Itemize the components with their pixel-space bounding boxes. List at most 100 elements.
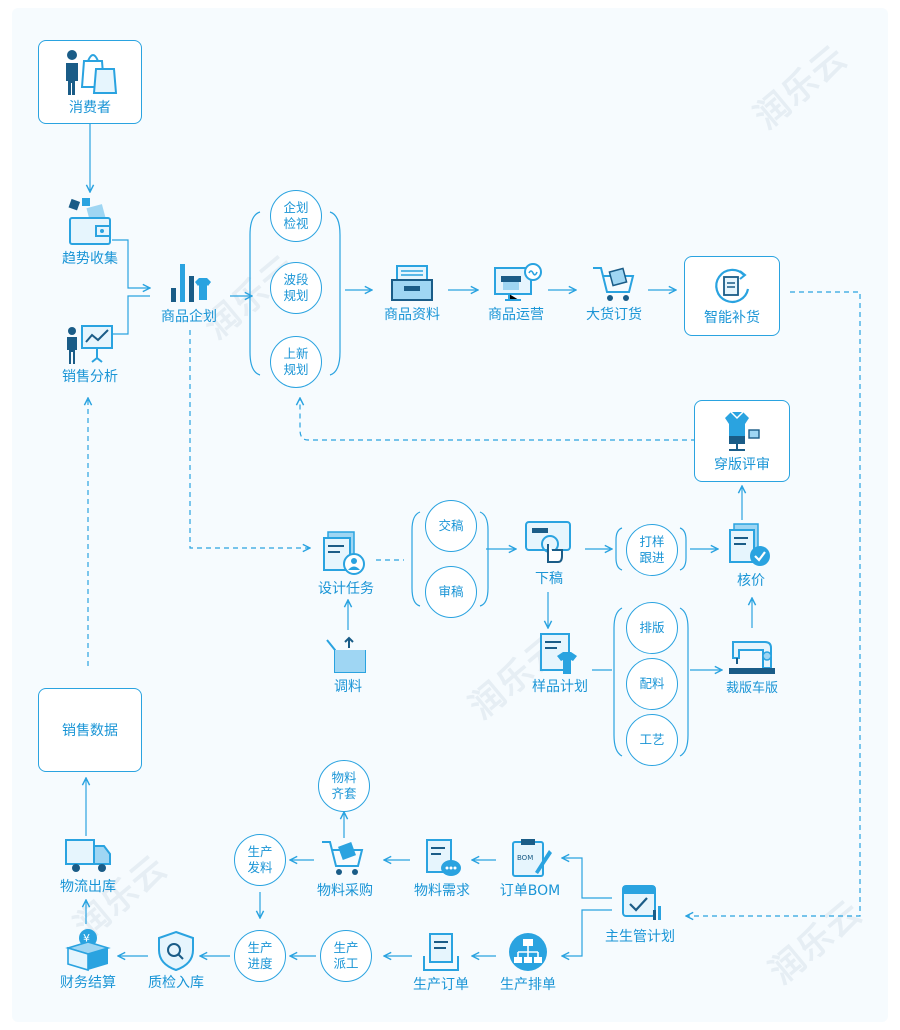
layout-circle[interactable]: 排版 [626, 602, 678, 654]
sample-plan-label: 样品计划 [532, 679, 588, 695]
material-purchase-label: 物料采购 [317, 883, 373, 899]
prod-order-node[interactable]: 生产订单 [404, 930, 478, 994]
craft-circle[interactable]: 工艺 [626, 714, 678, 766]
consumer-label: 消费者 [69, 100, 111, 116]
drawer-icon [391, 265, 433, 301]
prod-progress-label: 生产 进度 [247, 940, 273, 971]
submit-label: 交稿 [438, 518, 464, 533]
document-chat-icon [426, 839, 461, 876]
mannequin-icon [725, 411, 760, 451]
org-chart-icon [509, 933, 547, 971]
wave-plan-circle[interactable]: 波段 规划 [270, 262, 322, 314]
qc-node[interactable]: 质检入库 [138, 928, 214, 992]
product-ops-node[interactable]: 商品运营 [476, 262, 556, 324]
prod-order-label: 生产订单 [413, 977, 469, 993]
touch-screen-icon [525, 521, 571, 563]
logistics-node[interactable]: 物流出库 [50, 832, 126, 896]
bulk-order-node[interactable]: 大货订货 [574, 262, 654, 324]
shopping-cart-icon [593, 267, 635, 301]
new-plan-circle[interactable]: 上新 规划 [270, 336, 322, 388]
sales-analysis-node[interactable]: 销售分析 [40, 322, 140, 386]
costing-label: 核价 [737, 573, 765, 589]
prod-dispatch-circle[interactable]: 生产 派工 [320, 930, 372, 982]
plan-review-label: 企划 检视 [283, 200, 309, 231]
scheduling-label: 生产排单 [500, 977, 556, 993]
finance-label: 财务结算 [60, 975, 116, 991]
truck-icon [65, 839, 111, 872]
sales-data-label: 销售数据 [62, 723, 118, 739]
bar-chart-shirt-icon [171, 264, 211, 302]
audit-label: 审稿 [438, 584, 464, 599]
refresh-document-icon [715, 268, 750, 303]
box-icon [326, 636, 366, 673]
submit-circle[interactable]: 交稿 [425, 500, 477, 552]
order-bom-node[interactable]: BOM 订单BOM [490, 836, 570, 900]
prod-issue-circle[interactable]: 生产 发料 [234, 834, 286, 886]
audit-circle[interactable]: 审稿 [425, 566, 477, 618]
smart-replenish-label: 智能补货 [704, 310, 760, 326]
store-monitor-icon [494, 263, 542, 301]
trend-node[interactable]: 趋势收集 [40, 196, 140, 268]
prod-issue-label: 生产 发料 [247, 844, 273, 875]
material-prep-node[interactable]: 调料 [316, 634, 380, 696]
svg-text:BOM: BOM [517, 854, 533, 862]
matching-label: 配料 [639, 676, 665, 691]
material-prep-label: 调料 [334, 679, 362, 695]
fitting-review-label: 穿版评审 [714, 457, 770, 473]
plan-label: 商品企划 [161, 309, 217, 325]
craft-label: 工艺 [639, 732, 665, 747]
trend-label: 趋势收集 [62, 251, 118, 267]
design-task-node[interactable]: 设计任务 [306, 528, 386, 598]
order-bom-label: 订单BOM [499, 883, 561, 899]
plan-review-circle[interactable]: 企划 检视 [270, 190, 322, 242]
layout-label: 排版 [639, 620, 665, 635]
scheduling-node[interactable]: 生产排单 [490, 930, 566, 994]
matching-circle[interactable]: 配料 [626, 658, 678, 710]
material-purchase-node[interactable]: 物料采购 [306, 836, 384, 900]
clipboard-pen-icon: BOM [512, 839, 552, 877]
design-task-label: 设计任务 [318, 581, 374, 597]
sales-data-box[interactable]: 销售数据 [38, 688, 142, 772]
sample-follow-label: 打样 跟进 [639, 534, 665, 565]
logistics-label: 物流出库 [60, 879, 116, 895]
sample-plan-node[interactable]: 样品计划 [522, 630, 598, 696]
document-user-icon [323, 531, 365, 575]
shield-search-icon [158, 930, 194, 972]
cutting-node[interactable]: 裁版车版 [716, 632, 788, 698]
shopping-person-icon [66, 50, 118, 95]
yuan-box-icon: ¥ [65, 929, 111, 972]
prod-progress-circle[interactable]: 生产 进度 [234, 930, 286, 982]
product-info-node[interactable]: 商品资料 [372, 262, 452, 324]
product-info-label: 商品资料 [384, 307, 440, 323]
calendar-check-icon [622, 885, 661, 920]
material-demand-label: 物料需求 [414, 883, 470, 899]
product-ops-label: 商品运营 [488, 307, 544, 323]
prod-dispatch-label: 生产 派工 [333, 940, 359, 971]
smart-replenish-box[interactable]: 智能补货 [684, 256, 780, 336]
finance-node[interactable]: ¥ 财务结算 [50, 926, 126, 992]
wave-plan-label: 波段 规划 [283, 272, 309, 303]
svg-text:¥: ¥ [83, 932, 90, 945]
sales-analysis-label: 销售分析 [62, 369, 118, 385]
document-tray-icon [423, 933, 459, 971]
document-check-icon [729, 523, 770, 566]
mat-complete-label: 物料 齐套 [331, 770, 357, 801]
fitting-review-box[interactable]: 穿版评审 [694, 400, 790, 482]
sample-follow-circle[interactable]: 打样 跟进 [626, 524, 678, 576]
mat-complete-circle[interactable]: 物料 齐套 [318, 760, 370, 812]
purchase-cart-icon [322, 841, 364, 875]
sewing-machine-icon [729, 641, 775, 674]
cutting-label: 裁版车版 [725, 681, 778, 696]
plan-node[interactable]: 商品企划 [144, 258, 234, 326]
material-demand-node[interactable]: 物料需求 [404, 836, 480, 900]
consumer-box[interactable]: 消费者 [38, 40, 142, 124]
document-shirt-icon [540, 633, 577, 674]
release-node[interactable]: 下稿 [516, 518, 582, 588]
bulk-order-label: 大货订货 [586, 307, 642, 323]
new-plan-label: 上新 规划 [283, 346, 309, 377]
master-plan-node[interactable]: 主生管计划 [598, 880, 682, 946]
qc-label: 质检入库 [148, 975, 204, 991]
costing-node[interactable]: 核价 [718, 520, 784, 590]
